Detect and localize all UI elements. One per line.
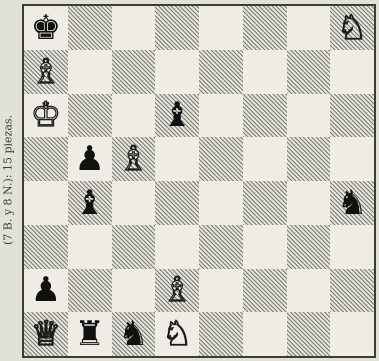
- chess-board: ♚ ♘ ♗ ♔ ♝ ♟ ♗ ♝ ♞ ♟ ♗ ♕ ♜ ♞ ♘: [22, 4, 376, 358]
- square-b8[interactable]: [68, 6, 112, 50]
- square-c6[interactable]: [112, 94, 156, 138]
- square-g3[interactable]: [287, 225, 331, 269]
- black-pawn-icon: ♟: [31, 273, 61, 307]
- square-d6[interactable]: ♝: [155, 94, 199, 138]
- square-e6[interactable]: [199, 94, 243, 138]
- white-bishop-icon: ♗: [162, 273, 192, 307]
- square-f5[interactable]: [243, 137, 287, 181]
- square-b2[interactable]: [68, 269, 112, 313]
- square-a1[interactable]: ♕: [24, 312, 68, 356]
- square-b4[interactable]: ♝: [68, 181, 112, 225]
- white-knight-icon: ♘: [337, 11, 367, 45]
- square-c1[interactable]: ♞: [112, 312, 156, 356]
- square-f2[interactable]: [243, 269, 287, 313]
- white-queen-icon: ♕: [31, 317, 61, 351]
- square-a6[interactable]: ♔: [24, 94, 68, 138]
- square-c3[interactable]: [112, 225, 156, 269]
- square-h3[interactable]: [330, 225, 374, 269]
- square-h8[interactable]: ♘: [330, 6, 374, 50]
- black-pawn-icon: ♟: [74, 142, 104, 176]
- square-h4[interactable]: ♞: [330, 181, 374, 225]
- square-f8[interactable]: [243, 6, 287, 50]
- square-b5[interactable]: ♟: [68, 137, 112, 181]
- square-d3[interactable]: [155, 225, 199, 269]
- square-f3[interactable]: [243, 225, 287, 269]
- square-h5[interactable]: [330, 137, 374, 181]
- black-king-icon: ♚: [31, 11, 61, 45]
- black-knight-icon: ♞: [118, 317, 148, 351]
- black-rook-icon: ♜: [74, 317, 104, 351]
- square-c4[interactable]: [112, 181, 156, 225]
- square-b1[interactable]: ♜: [68, 312, 112, 356]
- square-g7[interactable]: [287, 50, 331, 94]
- square-f7[interactable]: [243, 50, 287, 94]
- square-b6[interactable]: [68, 94, 112, 138]
- square-g6[interactable]: [287, 94, 331, 138]
- square-e3[interactable]: [199, 225, 243, 269]
- square-c8[interactable]: [112, 6, 156, 50]
- square-f4[interactable]: [243, 181, 287, 225]
- square-g8[interactable]: [287, 6, 331, 50]
- square-b7[interactable]: [68, 50, 112, 94]
- white-king-icon: ♔: [31, 98, 61, 132]
- square-e2[interactable]: [199, 269, 243, 313]
- square-g5[interactable]: [287, 137, 331, 181]
- white-knight-icon: ♘: [162, 317, 192, 351]
- black-bishop-icon: ♝: [74, 186, 104, 220]
- square-f6[interactable]: [243, 94, 287, 138]
- black-knight-icon: ♞: [337, 186, 367, 220]
- square-a5[interactable]: [24, 137, 68, 181]
- square-h6[interactable]: [330, 94, 374, 138]
- square-g2[interactable]: [287, 269, 331, 313]
- square-d8[interactable]: [155, 6, 199, 50]
- square-d1[interactable]: ♘: [155, 312, 199, 356]
- square-a7[interactable]: ♗: [24, 50, 68, 94]
- square-b3[interactable]: [68, 225, 112, 269]
- square-d4[interactable]: [155, 181, 199, 225]
- square-d5[interactable]: [155, 137, 199, 181]
- piece-count-caption: (7 B. y 8 N.): 15 piezas.: [2, 115, 15, 245]
- square-e5[interactable]: [199, 137, 243, 181]
- square-a2[interactable]: ♟: [24, 269, 68, 313]
- square-c2[interactable]: [112, 269, 156, 313]
- square-h1[interactable]: [330, 312, 374, 356]
- square-d2[interactable]: ♗: [155, 269, 199, 313]
- white-bishop-icon: ♗: [31, 55, 61, 89]
- white-bishop-icon: ♗: [118, 142, 148, 176]
- square-c5[interactable]: ♗: [112, 137, 156, 181]
- square-a4[interactable]: [24, 181, 68, 225]
- square-h7[interactable]: [330, 50, 374, 94]
- square-h2[interactable]: [330, 269, 374, 313]
- square-a3[interactable]: [24, 225, 68, 269]
- square-e1[interactable]: [199, 312, 243, 356]
- square-e8[interactable]: [199, 6, 243, 50]
- square-d7[interactable]: [155, 50, 199, 94]
- square-c7[interactable]: [112, 50, 156, 94]
- square-a8[interactable]: ♚: [24, 6, 68, 50]
- black-bishop-icon: ♝: [162, 98, 192, 132]
- square-f1[interactable]: [243, 312, 287, 356]
- square-g1[interactable]: [287, 312, 331, 356]
- square-g4[interactable]: [287, 181, 331, 225]
- square-e7[interactable]: [199, 50, 243, 94]
- square-e4[interactable]: [199, 181, 243, 225]
